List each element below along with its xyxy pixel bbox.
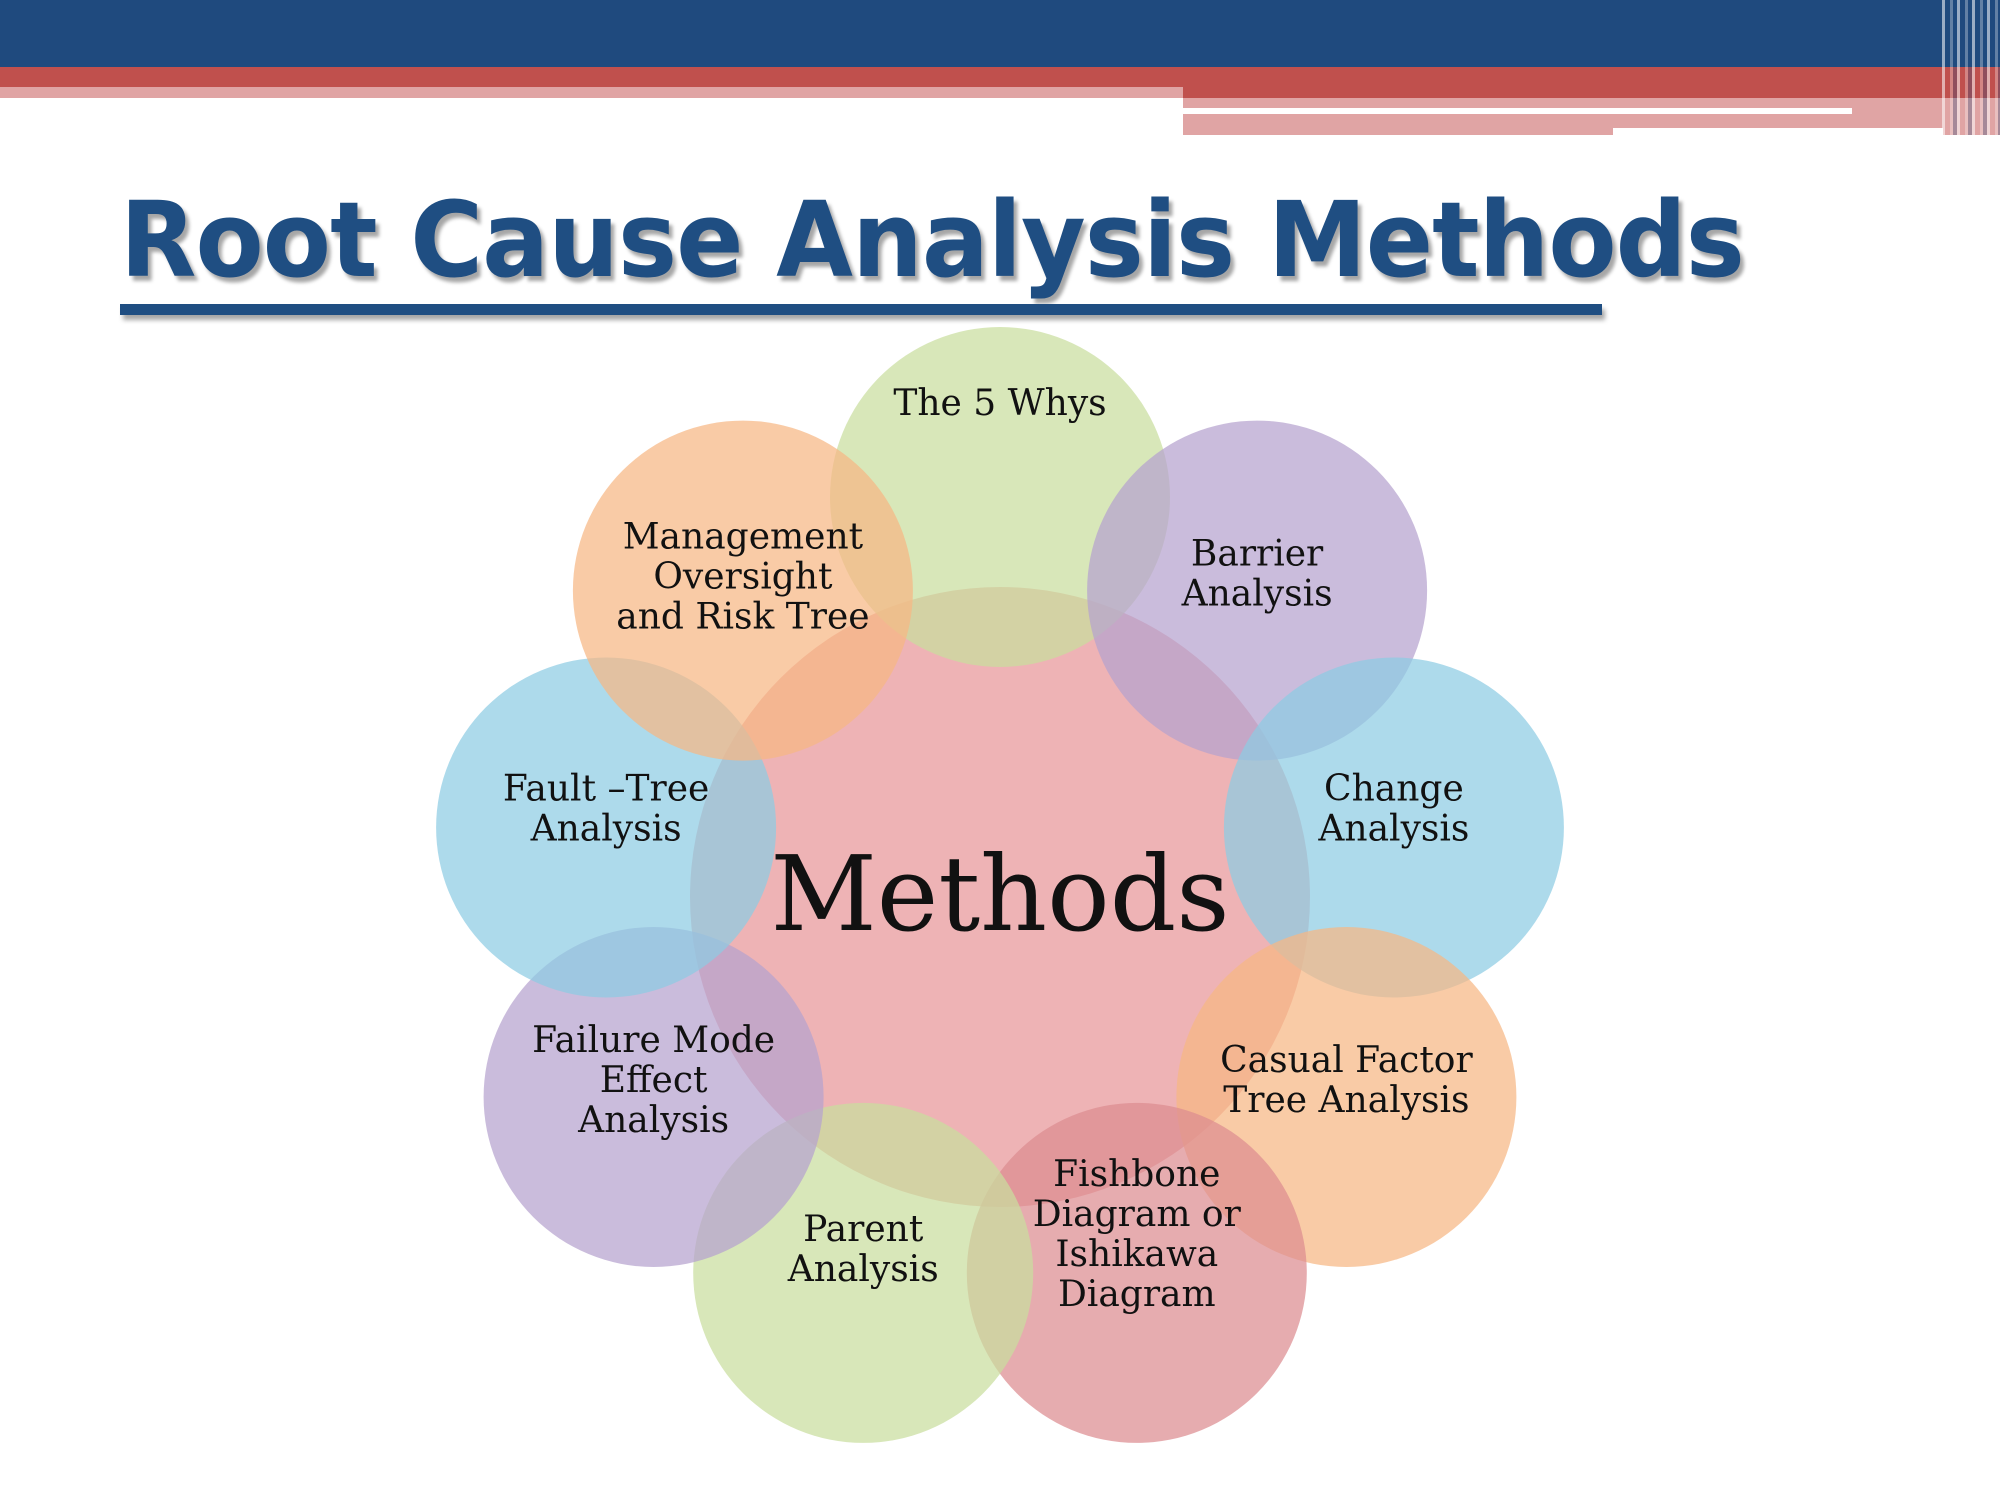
- header-white-notch: [1613, 128, 1943, 135]
- header-white-line: [1183, 108, 1852, 114]
- method-circle: [1223, 657, 1564, 998]
- header-stripes: [1942, 0, 2000, 135]
- header-red-band: [0, 67, 1183, 87]
- page-title: Root Cause Analysis Methods: [120, 179, 1745, 301]
- method-circle: [830, 327, 1170, 667]
- header-red-band-right: [1183, 67, 2000, 98]
- method-circle: [483, 927, 824, 1267]
- center-label: Methods: [770, 833, 1229, 955]
- header-blue-band: [0, 0, 2000, 67]
- method-label: The 5 Whys: [893, 383, 1106, 424]
- method-circle: [572, 420, 913, 761]
- center-circle: [690, 587, 1310, 1207]
- method-circle: [966, 1102, 1307, 1443]
- title-underline: [120, 304, 1602, 315]
- header-pink-band: [0, 87, 1183, 98]
